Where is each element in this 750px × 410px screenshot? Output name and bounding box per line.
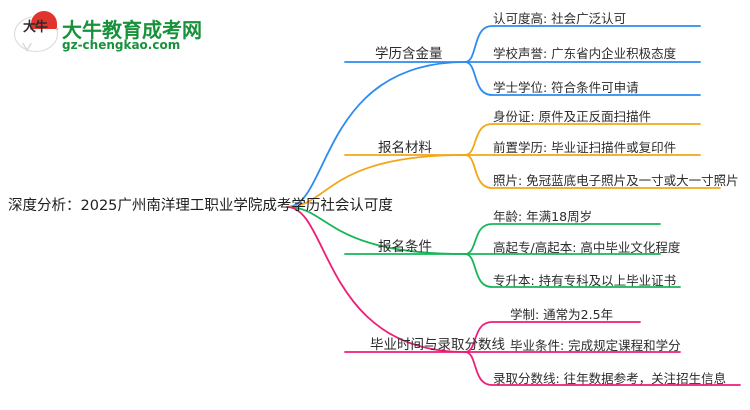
root-title: 深度分析：2025广州南洋理工职业学院成考学历社会认可度 [8, 198, 393, 214]
leaf-zhuanshengben[interactable]: 专升本: 持有专科及以上毕业证书 [493, 273, 677, 288]
leaf-xueshi-xuewei[interactable]: 学士学位: 符合条件可申请 [493, 80, 639, 95]
branch-label-biye-shijian[interactable]: 毕业时间与录取分数线 [370, 337, 505, 353]
leaf-biye-tiaojian[interactable]: 毕业条件: 完成规定课程和学分 [510, 338, 681, 353]
site-logo: 大牛 大牛教育成考网 gz-chengkao.com [12, 8, 212, 56]
leaf-xuezhi[interactable]: 学制: 通常为2.5年 [510, 307, 614, 322]
speech-bubble-tail-inner [23, 42, 31, 49]
leaf-zhaopian[interactable]: 照片: 免冠蓝底电子照片及一寸或大一寸照片 [493, 173, 739, 188]
leaf-renkedu-gao[interactable]: 认可度高: 社会广泛认可 [493, 11, 627, 26]
leaf-shenfenzheng[interactable]: 身份证: 原件及正反面扫描件 [493, 109, 652, 124]
branch-label-xueli-hanjinliang[interactable]: 学历含金量 [375, 46, 443, 62]
branch-label-baoming-cailiao[interactable]: 报名材料 [378, 140, 432, 156]
leaf-nianling[interactable]: 年龄: 年满18周岁 [493, 209, 593, 224]
logo-site-url: gz-chengkao.com [62, 38, 181, 52]
logo-red-cap [30, 10, 58, 30]
branch-label-baoming-tiaojian[interactable]: 报名条件 [378, 239, 432, 255]
leaf-xuexiao-shengyu[interactable]: 学校声誉: 广东省内企业积极态度 [493, 46, 677, 61]
logo-site-name: 大牛教育成考网 [62, 18, 202, 42]
leaf-gaoqizhuan-gaoqiben[interactable]: 高起专/高起本: 高中毕业文化程度 [493, 240, 681, 255]
logo-mark-icon: 大牛 [12, 10, 58, 54]
logo-mark-text: 大牛 [22, 20, 48, 35]
leaf-luqu-fenshuxian[interactable]: 录取分数线: 往年数据参考，关注招生信息 [493, 371, 727, 386]
leaf-qianzhi-xueli[interactable]: 前置学历: 毕业证扫描件或复印件 [493, 140, 677, 155]
